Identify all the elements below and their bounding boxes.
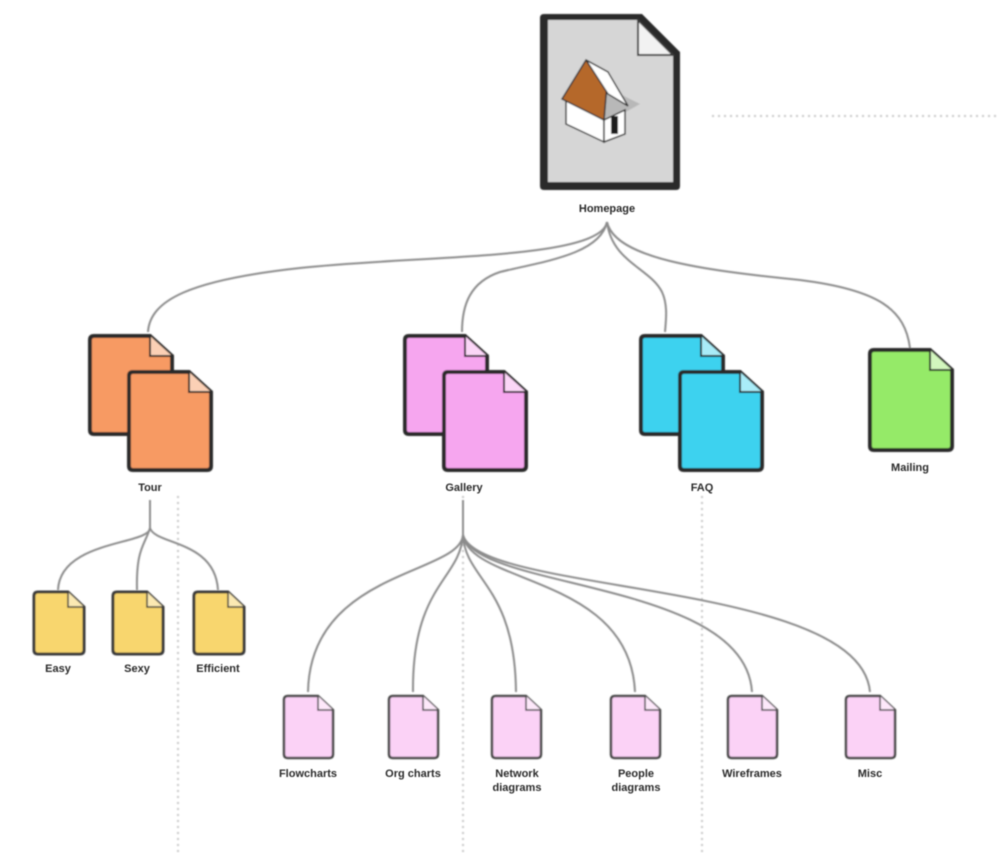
efficient-page-icon[interactable] <box>192 590 246 656</box>
mailing-page-icon[interactable] <box>868 348 954 452</box>
network-diagrams-label: Network diagrams <box>492 768 542 794</box>
tour-label: Tour <box>138 482 162 494</box>
homepage-page-icon[interactable] <box>540 14 680 190</box>
wireframes-label: Wireframes <box>722 768 782 780</box>
people-diagrams-page-icon[interactable] <box>609 694 662 760</box>
flowcharts-page-icon[interactable] <box>282 694 335 760</box>
connectors-tour <box>57 500 219 591</box>
mailing-label: Mailing <box>891 462 929 474</box>
house-icon <box>560 59 640 144</box>
people-diagrams-label: People diagrams <box>611 768 661 794</box>
easy-page-icon[interactable] <box>32 590 86 656</box>
faq-stacked-pages-icon[interactable] <box>639 334 764 472</box>
connectors-level-1 <box>147 221 911 349</box>
misc-page-icon[interactable] <box>844 694 897 760</box>
homepage-label: Homepage <box>578 203 636 215</box>
easy-label: Easy <box>45 663 71 675</box>
tour-stacked-pages-icon[interactable] <box>88 334 213 472</box>
network-diagrams-page-icon[interactable] <box>490 694 543 760</box>
org-charts-label: Org charts <box>385 768 441 780</box>
sexy-label: Sexy <box>124 663 150 675</box>
misc-label: Misc <box>857 768 883 780</box>
org-charts-page-icon[interactable] <box>387 694 440 760</box>
flowcharts-label: Flowcharts <box>278 768 338 780</box>
faq-label: FAQ <box>690 482 714 494</box>
gallery-stacked-pages-icon[interactable] <box>403 334 528 472</box>
connectors-gallery <box>307 500 871 693</box>
sexy-page-icon[interactable] <box>111 590 165 656</box>
wireframes-page-icon[interactable] <box>726 694 779 760</box>
efficient-label: Efficient <box>196 663 240 675</box>
gallery-label: Gallery <box>445 482 483 494</box>
